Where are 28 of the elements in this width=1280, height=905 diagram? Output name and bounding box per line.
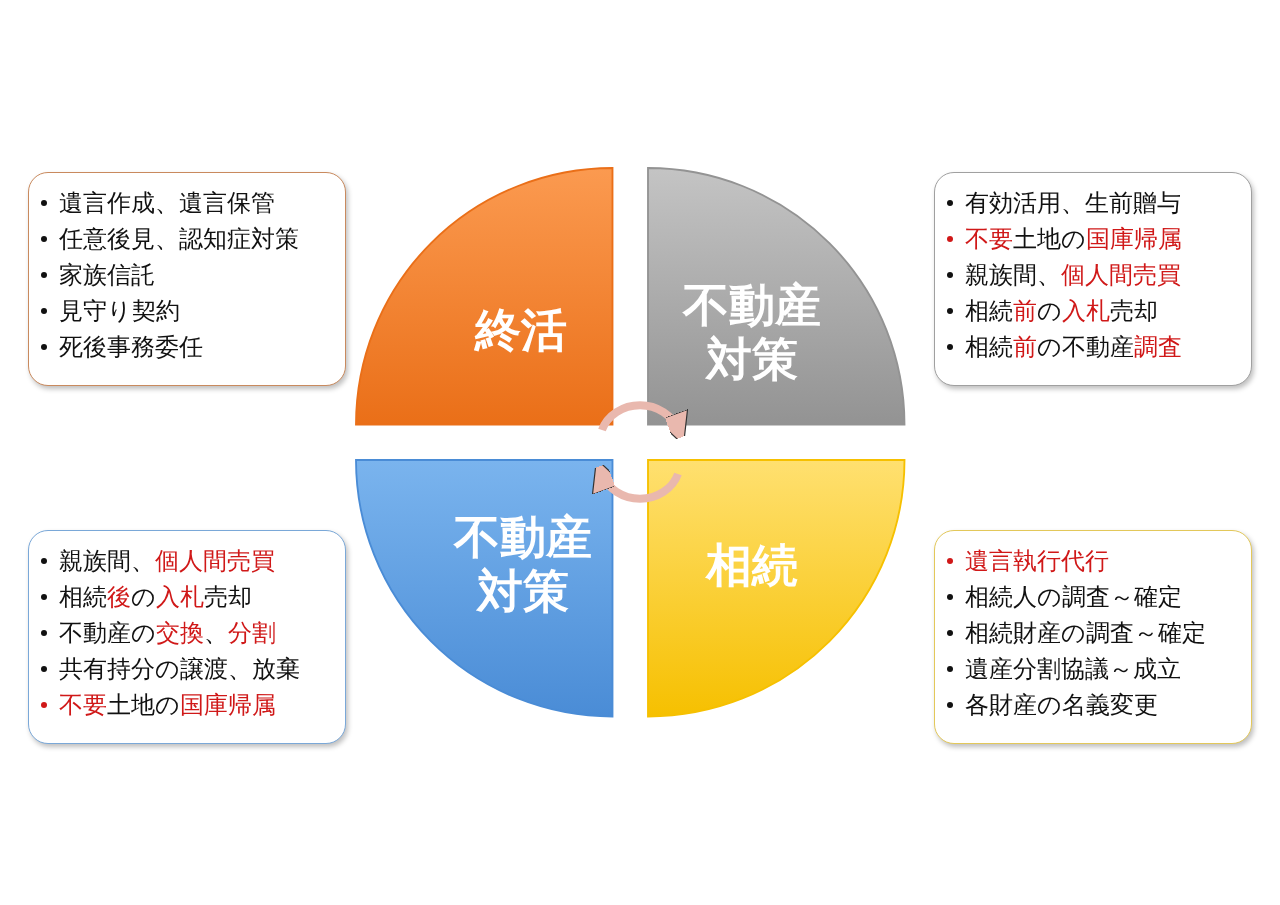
quadrant-label: 不動産対策 xyxy=(452,510,593,618)
list-item: 不要土地の国庫帰属 xyxy=(59,691,276,718)
list-item: 家族信託 xyxy=(59,261,155,288)
list-item: 共有持分の譲渡、放棄 xyxy=(59,655,300,682)
text-box xyxy=(28,530,346,744)
quadrant-label: 相続 xyxy=(704,538,799,592)
list-item: 見守り契約 xyxy=(59,297,180,324)
quadrant-label: 不動産対策 xyxy=(681,278,822,386)
text-box xyxy=(934,530,1252,744)
list-item: 各財産の名義変更 xyxy=(965,691,1158,718)
list-item: 遺言作成、遺言保管 xyxy=(59,189,275,216)
list-item: 任意後見、認知症対策 xyxy=(59,225,299,252)
list-item: 遺言執行代行 xyxy=(965,547,1109,574)
text-box xyxy=(934,172,1252,386)
list-item: 有効活用、生前贈与 xyxy=(965,189,1181,216)
list-item: 親族間、個人間売買 xyxy=(965,261,1181,288)
list-item: 相続前の入札売却 xyxy=(965,297,1158,324)
list-item: 相続後の入札売却 xyxy=(59,583,252,610)
list-item: 不動産の交換、分割 xyxy=(59,619,276,646)
list-item: 相続財産の調査～確定 xyxy=(965,619,1206,646)
list-item: 不要土地の国庫帰属 xyxy=(965,225,1182,252)
list-item: 相続人の調査～確定 xyxy=(965,583,1182,610)
list-item: 相続前の不動産調査 xyxy=(965,333,1182,360)
text-box xyxy=(28,172,346,386)
quadrant-label: 終活 xyxy=(473,303,568,357)
list-item: 親族間、個人間売買 xyxy=(59,547,275,574)
list-item: 死後事務委任 xyxy=(59,333,203,360)
list-item: 遺産分割協議～成立 xyxy=(965,655,1181,682)
